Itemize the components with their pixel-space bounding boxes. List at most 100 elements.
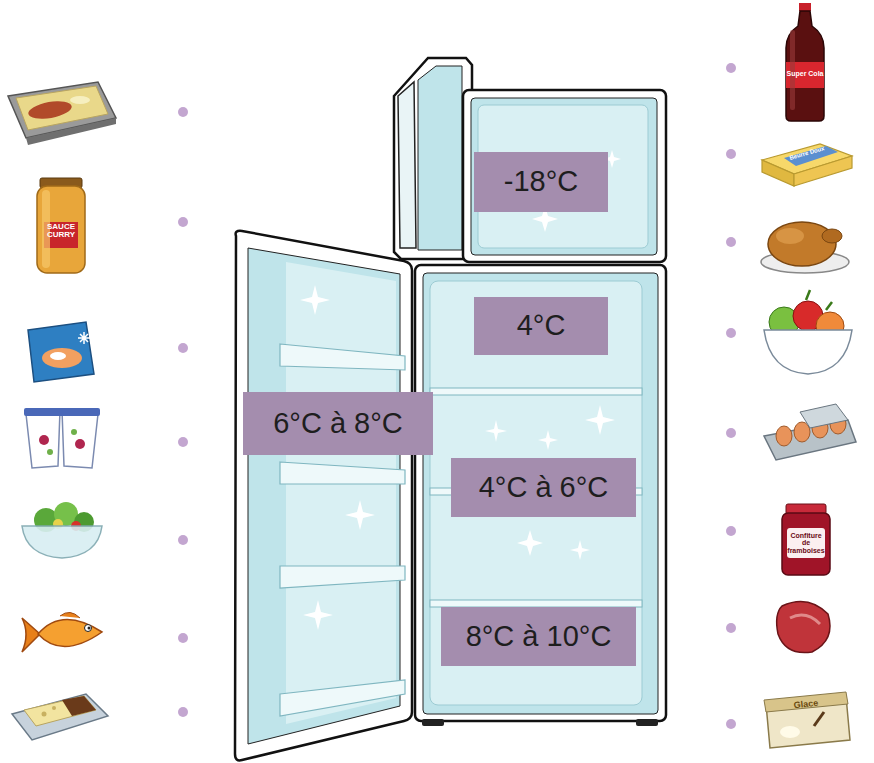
lasagna-dish: [27, 98, 73, 121]
matching-dot: [726, 237, 736, 247]
roast-chicken: [761, 222, 849, 273]
freezer-door: [398, 82, 416, 248]
temperature-label: 4°C à 6°C: [479, 472, 609, 504]
freezer-door: [418, 66, 462, 250]
product-label: SAUCE CURRY: [42, 223, 80, 240]
matching-dot: [178, 63, 736, 729]
fish: [22, 612, 102, 652]
steak: [790, 615, 820, 624]
fridge-door: [235, 231, 412, 761]
fruit-bowl: [764, 290, 852, 374]
matching-dot: [726, 623, 736, 633]
jam-jar: [782, 513, 830, 575]
fridge-door: [280, 680, 405, 716]
matching-dot: [178, 633, 188, 643]
matching-dot: [178, 217, 188, 227]
yogurt-cups: [62, 410, 98, 468]
salad-bowl: [22, 502, 102, 558]
lasagna-dish: [8, 82, 116, 145]
cake-tray: [12, 694, 108, 740]
yogurt-cups: [39, 435, 49, 445]
jam-jar: [782, 504, 830, 575]
curry-sauce-jar: [37, 186, 85, 273]
product-label: Super Cola: [782, 70, 828, 77]
freezer-door: [394, 58, 472, 259]
fridge-cabinet: [430, 600, 642, 607]
fridge-cabinet: [636, 719, 658, 726]
lasagna-dish: [70, 96, 90, 104]
fish: [22, 618, 40, 652]
ice-cream-tub: [814, 712, 824, 726]
egg-carton: [800, 404, 848, 428]
temperature-label: 6°C à 8°C: [273, 408, 403, 440]
cake-tray: [24, 696, 96, 726]
yogurt-cups: [24, 408, 100, 416]
roast-chicken: [776, 228, 804, 244]
yogurt-cups: [47, 449, 53, 455]
freezer-cabinet: [463, 90, 666, 262]
fridge-cabinet: [423, 273, 658, 714]
lasagna-dish: [8, 82, 116, 138]
fridge-cabinet: [415, 265, 666, 721]
yogurt-cups: [26, 410, 60, 468]
matching-dot: [726, 719, 736, 729]
matching-dot: [178, 707, 188, 717]
cola-bottle: [799, 3, 811, 11]
matching-dot: [178, 107, 188, 117]
freezer-cabinet: [471, 98, 657, 255]
matching-dot: [726, 526, 736, 536]
ice-cream-tub: [764, 692, 848, 712]
fridge-cabinet: [430, 388, 642, 395]
steak: [777, 602, 830, 653]
cake-tray: [62, 696, 96, 716]
sparkle: [570, 540, 590, 560]
fridge-cabinet: [430, 281, 642, 705]
fish: [85, 625, 92, 632]
temperature-zone: 6°C à 8°C: [243, 392, 433, 455]
temperature-zone: 4°C à 6°C: [451, 458, 636, 517]
roast-chicken: [822, 229, 842, 243]
fridge-door: [280, 344, 405, 370]
freezer-cabinet: [463, 90, 666, 262]
salad-bowl: [22, 526, 102, 558]
yogurt-cups: [71, 429, 77, 435]
lasagna-dish: [26, 118, 116, 145]
yogurt-cups: [24, 408, 100, 468]
fridge-cabinet: [415, 265, 666, 726]
fridge-door: [280, 566, 405, 588]
matching-dot: [726, 328, 736, 338]
frozen-risotto-box: [28, 322, 94, 382]
fish: [88, 627, 91, 630]
fridge-door: [280, 462, 405, 484]
ice-cream-tub: [764, 692, 850, 748]
frozen-risotto-box: [28, 322, 94, 382]
fish: [60, 612, 80, 618]
frozen-risotto-box: [78, 332, 90, 344]
cake-tray: [42, 712, 47, 717]
frozen-risotto-box: [42, 348, 82, 368]
temperature-zone: -18°C: [474, 152, 608, 212]
cola-bottle: [786, 3, 824, 121]
temperature-label: 8°C à 10°C: [466, 621, 612, 653]
fridge-door: [286, 262, 396, 724]
frozen-risotto-box: [50, 352, 66, 360]
temperature-label: 4°C: [517, 310, 566, 342]
freezer-door: [394, 58, 472, 259]
matching-dot: [178, 437, 188, 447]
yogurt-cups: [75, 439, 85, 449]
fridge-cabinet: [422, 719, 444, 726]
matching-dot: [178, 343, 188, 353]
curry-sauce-jar: [37, 178, 85, 273]
egg-carton: [764, 404, 856, 460]
roast-chicken: [768, 222, 836, 266]
sparkle: [300, 150, 621, 630]
matching-dot: [726, 149, 736, 159]
cake-tray: [12, 694, 108, 740]
sparkle: [517, 530, 543, 556]
sparkle: [538, 430, 558, 450]
cake-tray: [52, 706, 56, 710]
fruit-bowl: [764, 330, 852, 374]
